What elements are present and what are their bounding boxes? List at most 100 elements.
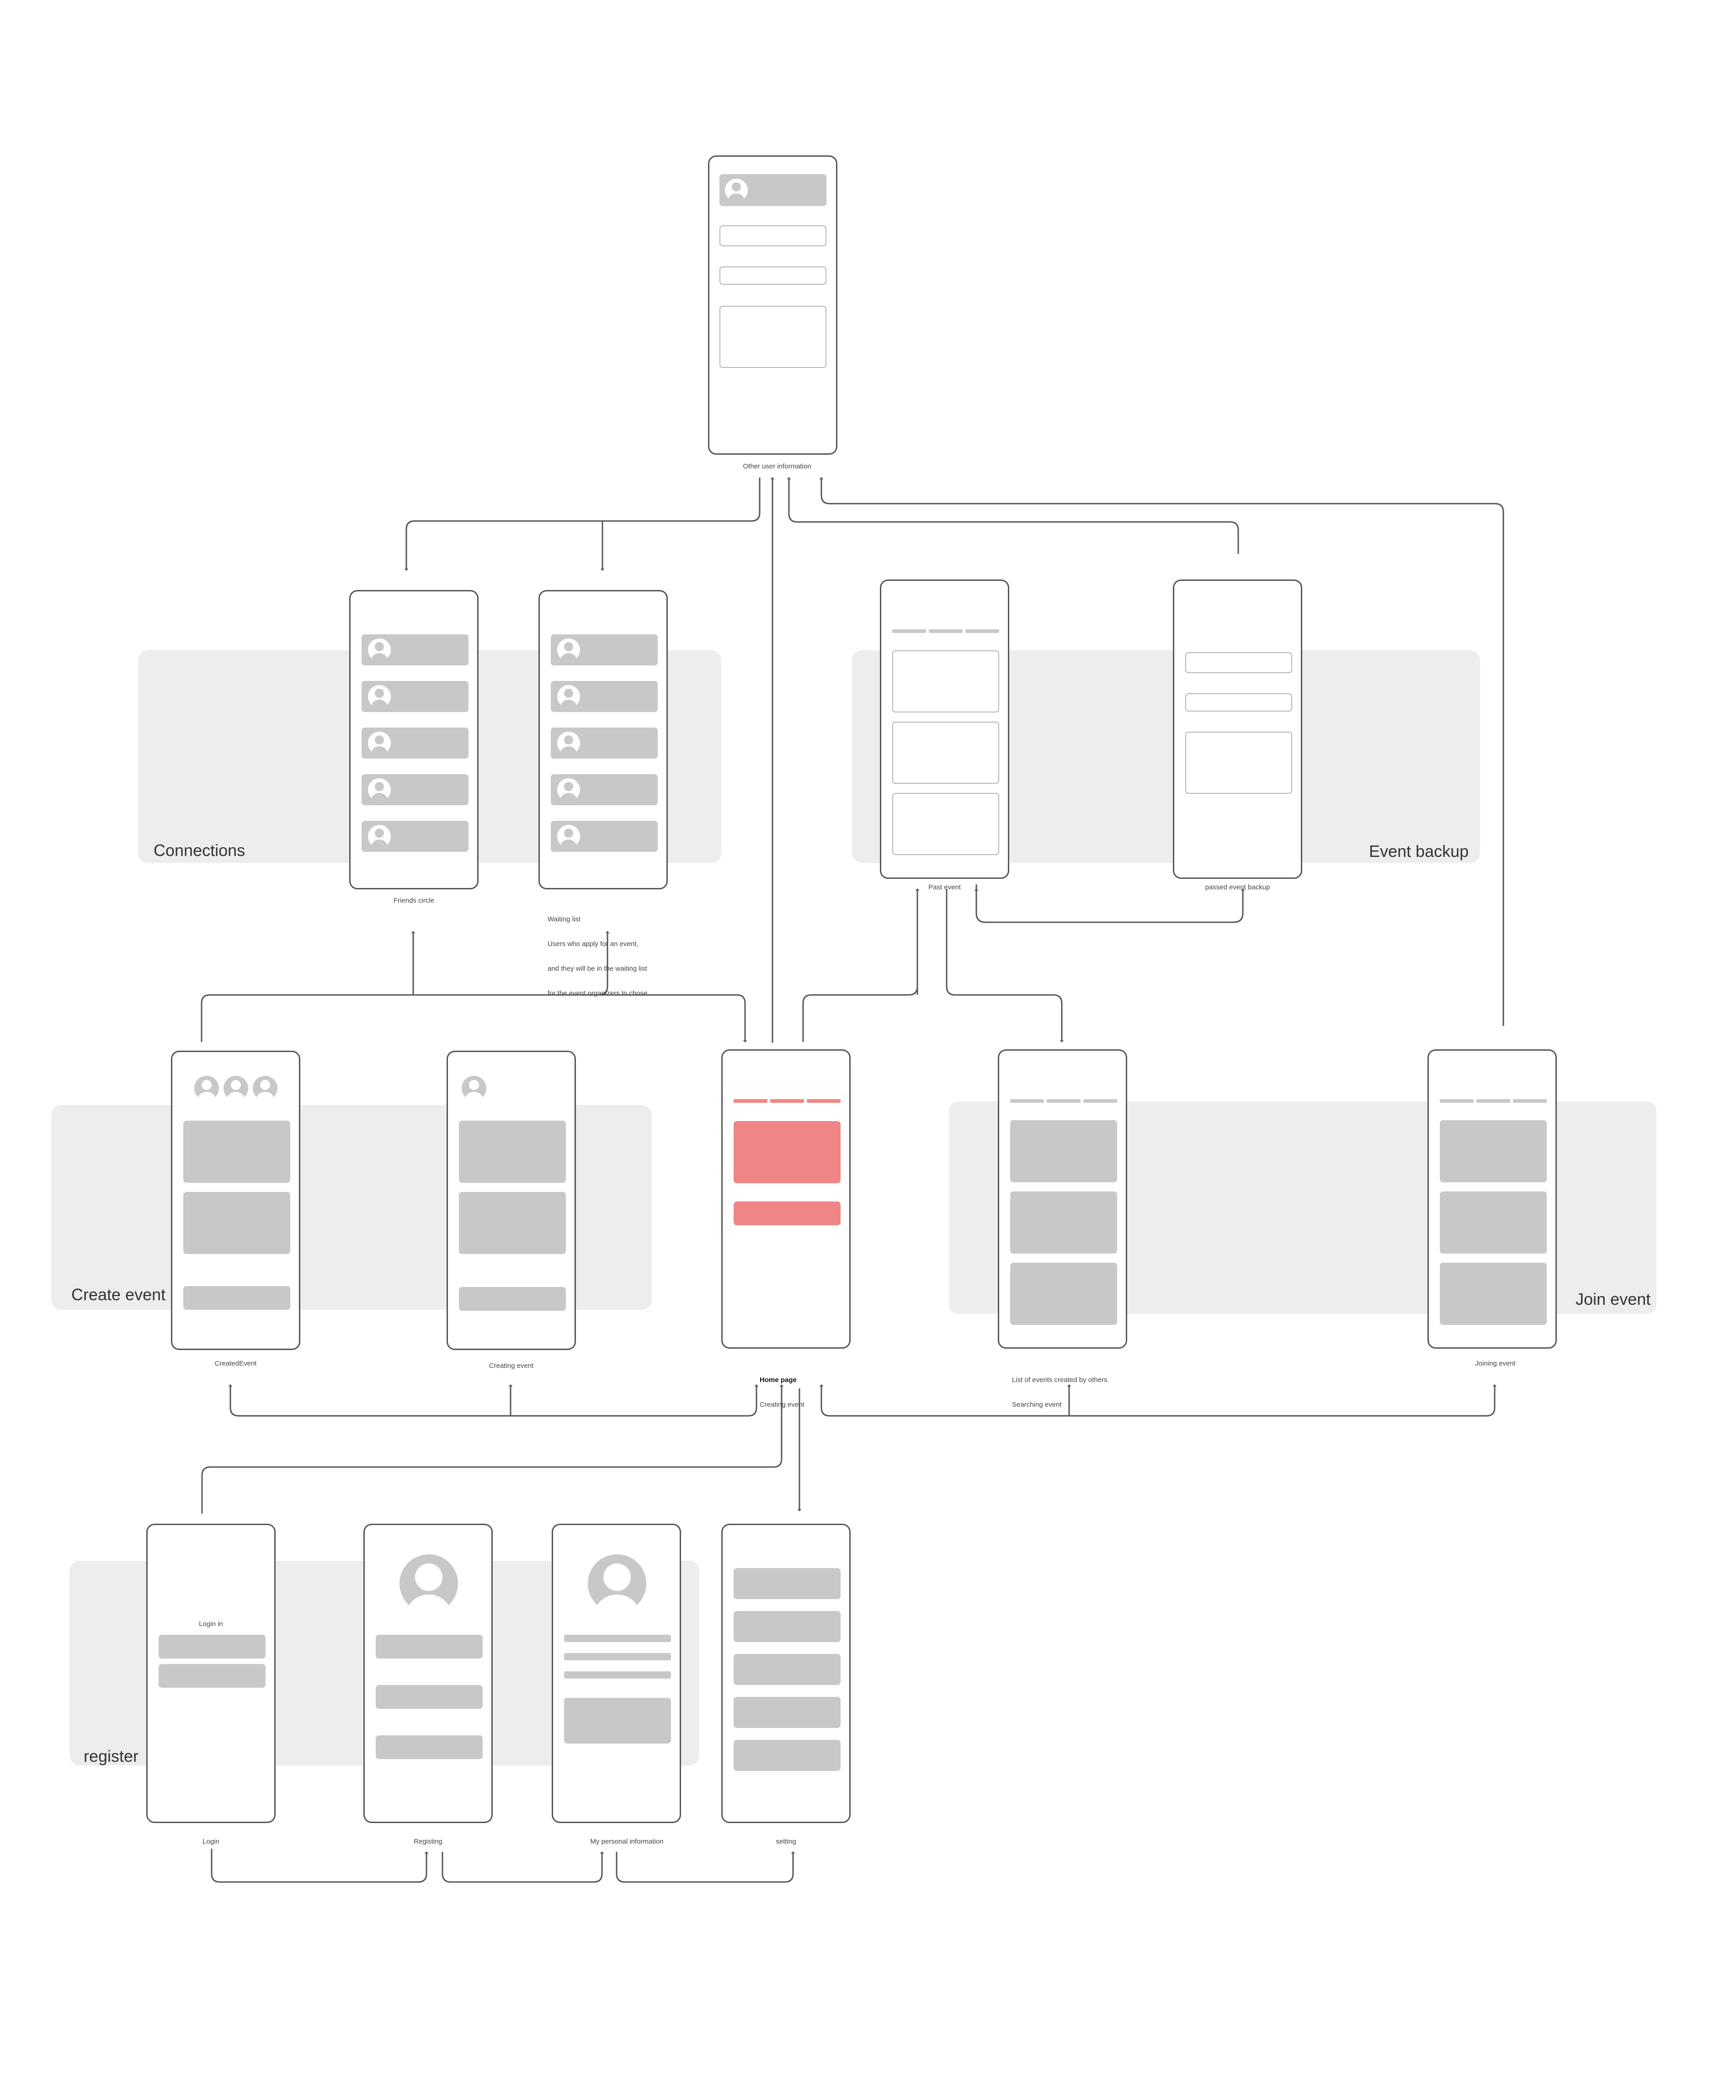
info-line — [564, 1653, 671, 1660]
caption-searching-event-sub: Searching event — [1012, 1401, 1062, 1409]
caption-list-of-events: List of events created by others — [1012, 1376, 1108, 1384]
friend-row — [362, 821, 469, 852]
user-avatar-icon — [368, 638, 391, 661]
user-avatar-icon — [557, 732, 580, 755]
joined-event-card[interactable] — [1440, 1120, 1547, 1182]
tab-indicator — [770, 1099, 804, 1103]
caption-created-event: CreatedEvent — [214, 1360, 257, 1367]
tab-indicator — [892, 629, 926, 633]
profile-avatar-icon — [588, 1554, 646, 1613]
caption-login: Login — [202, 1838, 219, 1845]
event-form-block — [459, 1121, 566, 1183]
group-label-event-backup: Event backup — [1369, 842, 1469, 861]
caption-waiting-list-desc-2: and they will be in the waiting list — [548, 965, 647, 973]
friend-row — [362, 728, 469, 759]
setting-item[interactable] — [734, 1697, 841, 1728]
user-avatar-icon — [557, 778, 580, 801]
login-in-label: Login in — [199, 1620, 223, 1628]
tab-indicator — [1010, 1099, 1044, 1103]
screen-past-event — [880, 579, 1009, 879]
waiting-row — [551, 634, 658, 665]
participant-avatar-icon — [194, 1076, 219, 1101]
event-action-bar — [183, 1286, 290, 1310]
caption-waiting-list-desc-3: for the event organizers to chose — [548, 989, 648, 997]
register-field[interactable] — [376, 1635, 483, 1659]
event-detail-block — [183, 1121, 290, 1183]
tab-indicator — [965, 629, 999, 633]
event-list-card[interactable] — [1010, 1120, 1117, 1182]
tab-indicator — [1083, 1099, 1117, 1103]
featured-event-card[interactable] — [734, 1121, 841, 1183]
caption-waiting-list-desc-1: Users who apply for an event, — [548, 940, 639, 948]
event-list-card[interactable] — [1010, 1191, 1117, 1254]
waiting-row — [551, 774, 658, 805]
waiting-row — [551, 821, 658, 852]
user-avatar-icon — [368, 732, 391, 755]
setting-item[interactable] — [734, 1568, 841, 1599]
event-list-card[interactable] — [1010, 1263, 1117, 1325]
tab-indicator — [734, 1099, 767, 1103]
caption-waiting-list: Waiting list Users who apply for an even… — [548, 899, 647, 1014]
tab-indicator — [807, 1099, 841, 1103]
info-line — [564, 1671, 671, 1679]
info-field-2 — [719, 266, 826, 285]
screen-joining-event — [1427, 1049, 1557, 1349]
group-label-join-event: Join event — [1576, 1290, 1651, 1308]
register-field[interactable] — [376, 1735, 483, 1759]
caption-home-page-title: Home page — [760, 1376, 797, 1384]
friend-row — [362, 681, 469, 712]
tab-indicator — [1476, 1099, 1510, 1103]
user-avatar-icon — [557, 638, 580, 661]
screen-passed-event-backup — [1173, 579, 1302, 879]
caption-friends-circle: Friends circle — [393, 897, 435, 904]
group-label-create-event: Create event — [71, 1285, 166, 1304]
screen-registing — [363, 1524, 493, 1823]
username-field[interactable] — [159, 1635, 266, 1659]
user-avatar-icon — [368, 778, 391, 801]
setting-item[interactable] — [734, 1654, 841, 1685]
screen-friends-circle — [349, 590, 479, 889]
caption-my-personal-information: My personal information — [590, 1838, 664, 1845]
caption-creating-event: Creating event — [489, 1362, 534, 1370]
participant-avatar-icon — [253, 1076, 277, 1101]
profile-avatar-icon — [399, 1554, 458, 1613]
group-label-connections: Connections — [154, 841, 245, 860]
user-avatar-icon — [368, 825, 391, 848]
profile-header-bar — [719, 174, 826, 206]
group-label-register: register — [84, 1747, 139, 1765]
past-event-card — [892, 650, 999, 712]
create-event-button[interactable] — [734, 1202, 841, 1225]
caption-passed-event-backup: passed event backup — [1205, 883, 1270, 891]
caption-searching-event: List of events created by others Searchi… — [1012, 1360, 1107, 1425]
caption-home-page-sub: Creating event — [760, 1401, 804, 1409]
organizer-avatar-icon — [462, 1076, 486, 1101]
screen-waiting-list — [538, 590, 668, 889]
setting-item[interactable] — [734, 1740, 841, 1771]
register-field[interactable] — [376, 1685, 483, 1709]
password-field[interactable] — [159, 1664, 266, 1688]
caption-past-event: Past event — [928, 883, 961, 891]
screen-created-event — [171, 1051, 300, 1350]
participant-avatar-icon — [224, 1076, 248, 1101]
info-text-area — [719, 306, 826, 368]
create-event-button[interactable] — [459, 1287, 566, 1311]
joined-event-card[interactable] — [1440, 1191, 1547, 1254]
setting-item[interactable] — [734, 1611, 841, 1642]
screen-home-page — [721, 1049, 851, 1349]
caption-home-page: Home page Creating event — [760, 1360, 804, 1425]
tab-indicator — [929, 629, 963, 633]
caption-setting: setting — [776, 1838, 796, 1845]
friend-row — [362, 634, 469, 665]
screen-other-user-information — [708, 155, 837, 455]
backup-text-area — [1185, 732, 1292, 794]
backup-field-1 — [1185, 652, 1292, 673]
info-field-1 — [719, 225, 826, 246]
screen-setting — [721, 1524, 851, 1823]
info-line — [564, 1635, 671, 1642]
joined-event-card[interactable] — [1440, 1263, 1547, 1325]
info-detail-block — [564, 1698, 671, 1744]
tab-indicator — [1440, 1099, 1474, 1103]
caption-waiting-list-title: Waiting list — [548, 915, 580, 923]
